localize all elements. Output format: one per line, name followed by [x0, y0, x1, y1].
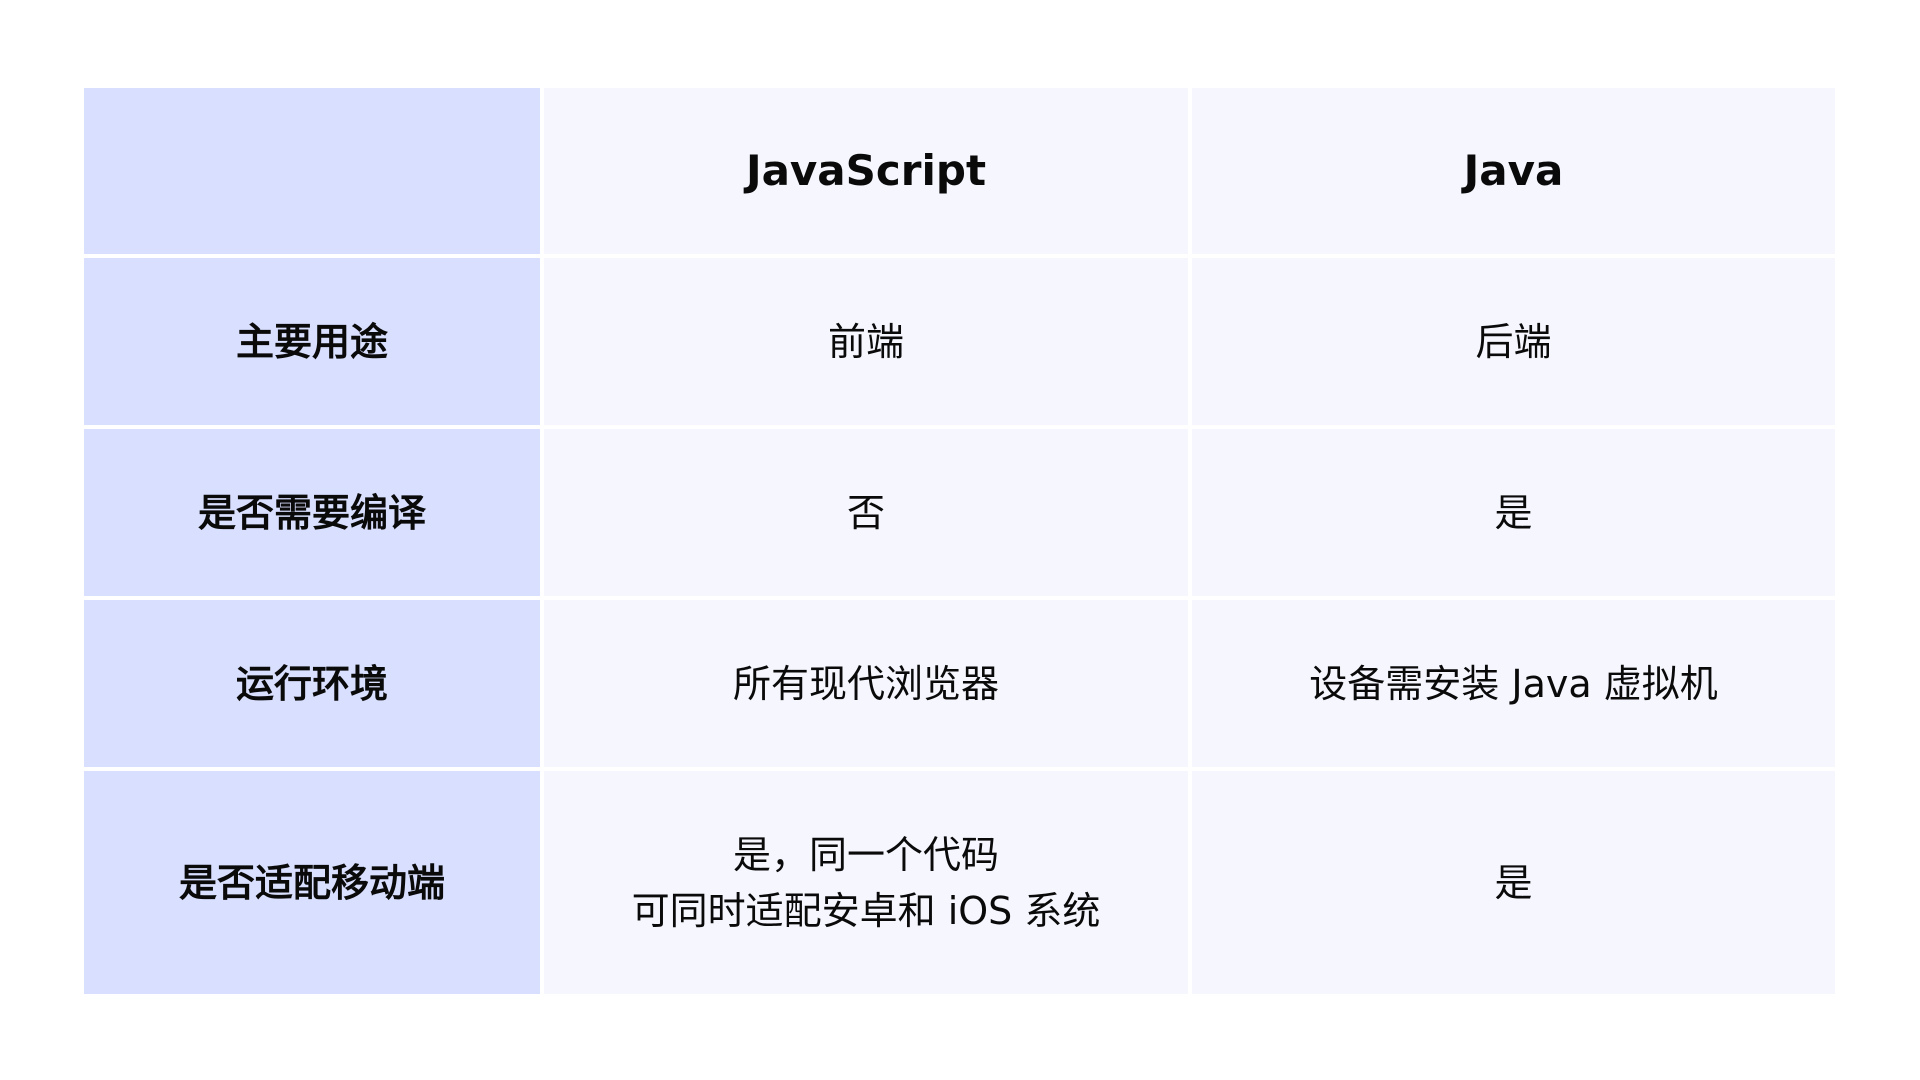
header-corner-cell	[84, 88, 540, 254]
row-label-compile: 是否需要编译	[84, 429, 540, 596]
cell-javascript-mobile-line-2: 可同时适配安卓和 iOS 系统	[631, 888, 1101, 933]
row-label-main-use: 主要用途	[84, 258, 540, 425]
cell-javascript-mobile: 是，同一个代码 可同时适配安卓和 iOS 系统	[544, 771, 1188, 994]
cell-java-compile: 是	[1192, 429, 1835, 596]
cell-javascript-compile: 否	[544, 429, 1188, 596]
header-java: Java	[1192, 88, 1835, 254]
cell-java-runtime: 设备需安装 Java 虚拟机	[1192, 600, 1835, 767]
cell-javascript-main-use: 前端	[544, 258, 1188, 425]
row-label-mobile: 是否适配移动端	[84, 771, 540, 994]
cell-javascript-runtime: 所有现代浏览器	[544, 600, 1188, 767]
cell-javascript-mobile-line-1: 是，同一个代码	[732, 832, 999, 877]
row-label-runtime: 运行环境	[84, 600, 540, 767]
header-javascript: JavaScript	[544, 88, 1188, 254]
cell-java-main-use: 后端	[1192, 258, 1835, 425]
cell-java-mobile: 是	[1192, 771, 1835, 994]
comparison-table: JavaScript Java 主要用途 前端 后端 是否需要编译 否 是 运行…	[84, 88, 1836, 994]
